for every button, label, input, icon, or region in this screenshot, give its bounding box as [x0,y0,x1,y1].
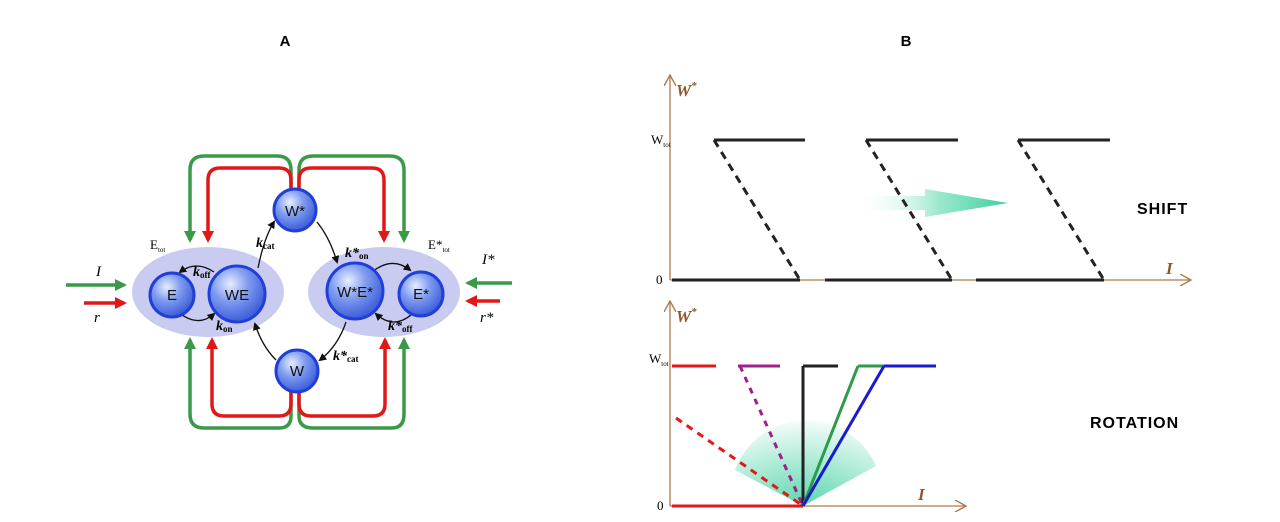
red-loop-bottom-right [297,337,391,418]
node-w: W [274,348,320,394]
shift-arrow [855,189,1008,217]
etot-label: Etot [150,237,165,254]
node-estar-label: E* [413,286,429,303]
rotation-curve-red [672,364,804,508]
we-to-wstar-arrow [257,220,276,269]
node-we: WE [207,264,267,324]
we-to-e-arrow [178,265,215,274]
node-e-label: E [167,287,177,304]
left-inputs: I r [66,264,127,326]
green-loop-top-right [297,154,410,243]
red-loop-bottom-left [206,337,293,418]
rotation-label: ROTATION [1090,415,1179,432]
shift-zero-label: 0 [656,272,663,287]
node-wstar: W* [272,187,318,233]
rotation-plot: W* I Wtot 0 ROTATION [649,302,1179,513]
panel-a-letter: A [280,33,291,50]
shift-x-label: I [1165,259,1174,278]
red-loop-top-left [202,166,293,243]
input-r-star-label: r* [480,310,494,326]
input-r-label: r [94,310,100,326]
red-loop-top-right [297,166,390,243]
rotation-y-label: W* [676,306,697,326]
shift-curve-1 [672,138,805,282]
rate-kon: kon [216,319,233,334]
rotation-zero-label: 0 [657,498,664,513]
rotation-curve-blue [801,364,936,507]
green-loop-bottom-left [184,337,293,430]
rotation-fan [735,420,876,506]
rate-kcat-star: k*cat [333,349,359,364]
wstar-to-wstar-estar-arrow [316,221,340,264]
w-to-we-arrow [253,322,277,361]
shift-label: SHIFT [1137,201,1188,218]
rate-kcat: kcat [256,236,275,251]
node-wstar-estar-label: W*E* [337,284,373,301]
rate-koff: koff [193,265,211,280]
etot-star-label: E*tot [428,237,450,254]
input-i-star-label: I* [481,252,495,268]
top-feedback-loops [184,154,410,243]
node-estar: E* [397,270,445,318]
node-w-label: W [290,363,305,380]
rotation-curve-black [801,364,838,506]
shift-wtot-label: Wtot [651,132,671,149]
node-wstar-estar: W*E* [325,261,385,321]
rotation-wtot-label: Wtot [649,351,669,368]
wstar-estar-to-estar-arrow [374,312,413,323]
shift-y-label: W* [676,80,697,100]
node-we-label: WE [225,287,249,304]
rotation-x-label: I [917,485,926,504]
node-wstar-label: W* [285,203,305,220]
panel-b-letter: B [901,33,912,50]
bottom-feedback-loops [184,337,410,430]
input-i-label: I [95,264,102,280]
rate-koff-star: k*off [388,319,413,334]
wstar-estar-to-w-arrow [318,321,347,362]
green-loop-bottom-right [297,337,410,430]
right-inputs: I* r* [465,252,512,326]
shift-curve-2 [825,138,958,282]
node-e: E [148,271,196,319]
green-loop-top-left [184,154,293,243]
rotation-curve-green [801,364,885,507]
shift-plot: W* I Wtot 0 SHIFT [651,76,1190,287]
shift-curve-3 [976,138,1110,282]
rate-kon-star: k*on [345,246,369,261]
rotation-curve-magenta [738,364,805,507]
